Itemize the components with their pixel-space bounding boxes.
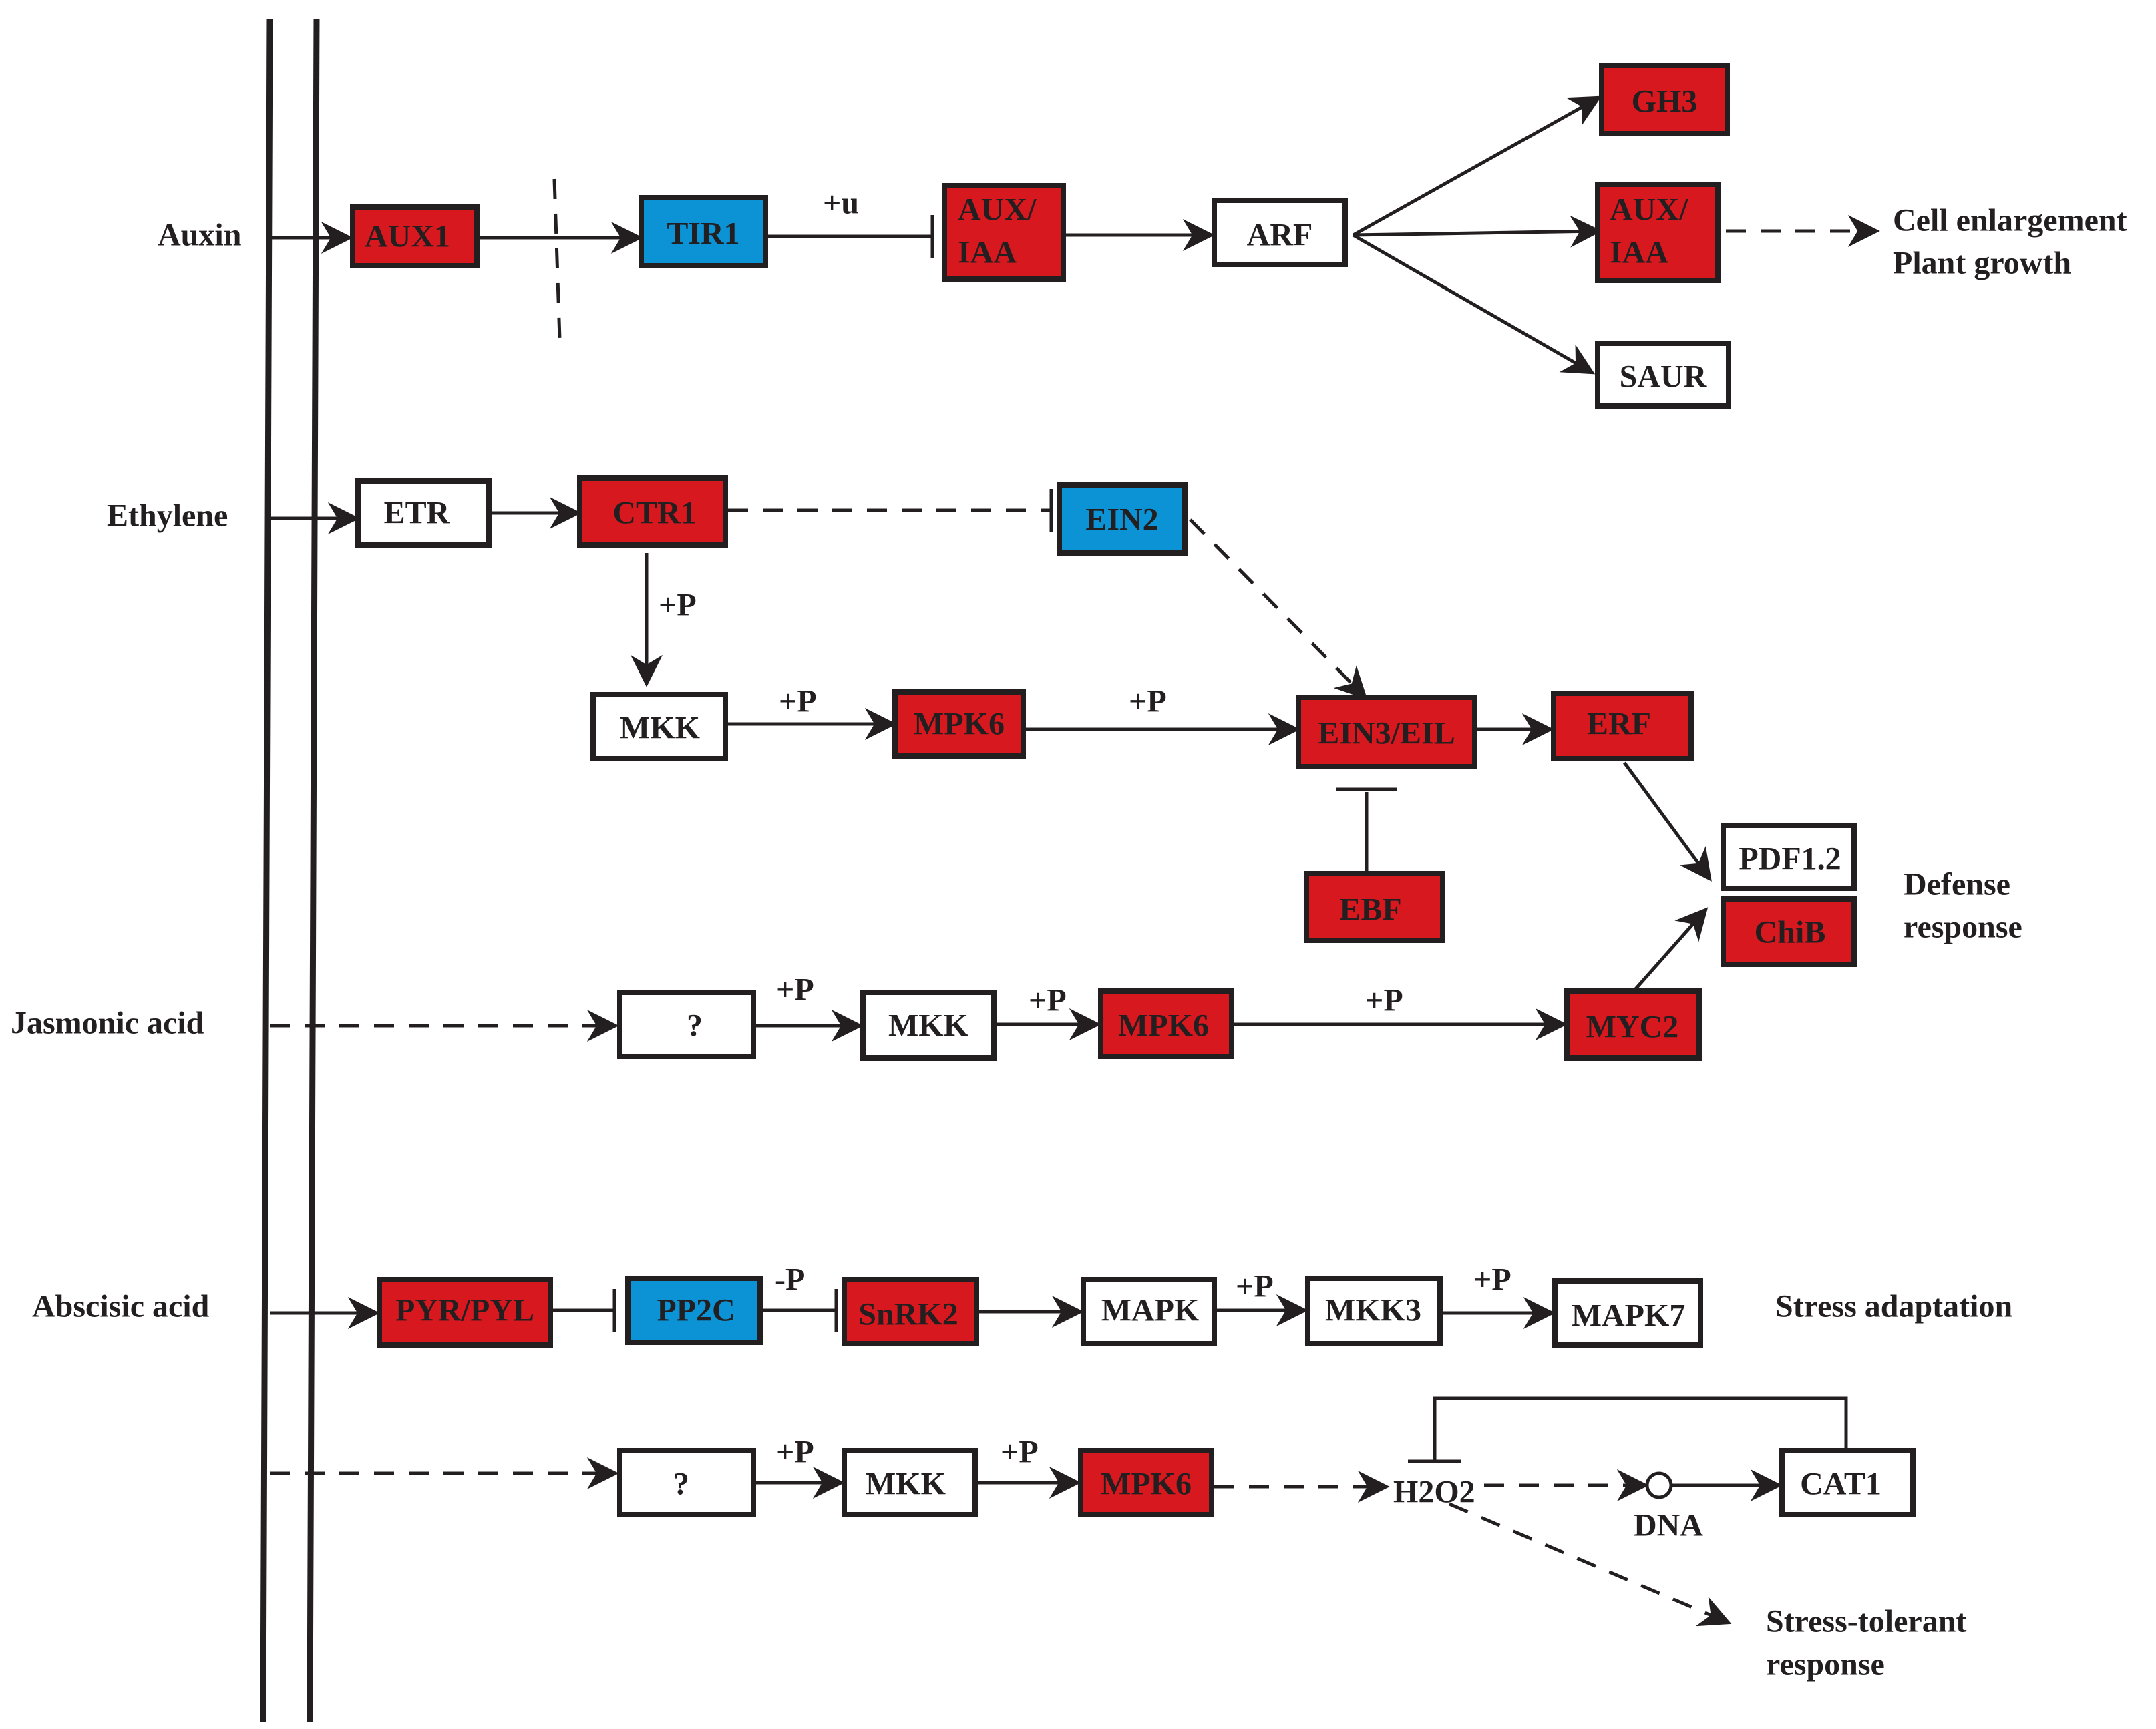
label-plus-p-mkk-aba: +P bbox=[1001, 1434, 1039, 1470]
label-plus-p-mkk-eth: +P bbox=[779, 684, 817, 719]
label-h2o2: H2O2 bbox=[1393, 1475, 1475, 1510]
outcome-defense-response: response bbox=[1904, 910, 2022, 945]
outcome-defense: Defense bbox=[1904, 867, 2010, 902]
svg-text:?: ? bbox=[673, 1467, 689, 1502]
svg-text:EBF: EBF bbox=[1339, 892, 1401, 928]
label-plus-p-mapk: +P bbox=[1236, 1269, 1274, 1304]
node-myc2: MYC2 bbox=[1564, 988, 1702, 1061]
svg-text:?: ? bbox=[687, 1008, 703, 1044]
svg-text:MYC2: MYC2 bbox=[1586, 1010, 1679, 1045]
node-pyr-pyl: PYR/PYL bbox=[377, 1277, 553, 1348]
node-mkk-ja: MKK bbox=[860, 990, 997, 1061]
label-minus-p: -P bbox=[775, 1262, 805, 1298]
node-unknown-ja: ? bbox=[617, 990, 756, 1059]
node-snrk2: SnRK2 bbox=[842, 1277, 979, 1346]
node-mkk-eth: MKK bbox=[590, 692, 728, 761]
node-mkk3: MKK3 bbox=[1305, 1276, 1443, 1346]
outcome-stress-adaptation: Stress adaptation bbox=[1775, 1289, 2012, 1324]
node-ein2: EIN2 bbox=[1057, 482, 1188, 556]
svg-text:MKK: MKK bbox=[888, 1008, 968, 1044]
node-ein3-eil: EIN3/EIL bbox=[1296, 695, 1477, 769]
svg-text:IAA: IAA bbox=[1610, 235, 1668, 270]
svg-text:PYR/PYL: PYR/PYL bbox=[395, 1293, 534, 1328]
label-plus-u: +u bbox=[823, 186, 859, 221]
svg-text:TIR1: TIR1 bbox=[667, 216, 739, 252]
outcome-stress-tolerant: Stress-tolerant bbox=[1766, 1604, 1966, 1640]
svg-text:MKK: MKK bbox=[866, 1467, 946, 1502]
node-tir1: TIR1 bbox=[639, 195, 768, 268]
svg-text:GH3: GH3 bbox=[1632, 84, 1698, 120]
svg-text:PP2C: PP2C bbox=[657, 1293, 735, 1328]
node-saur: SAUR bbox=[1595, 341, 1731, 409]
svg-text:MPK6: MPK6 bbox=[1118, 1008, 1209, 1044]
svg-text:EIN2: EIN2 bbox=[1085, 502, 1158, 538]
outcome-cell-enlargement: Cell enlargement bbox=[1893, 203, 2127, 238]
node-pp2c: PP2C bbox=[625, 1276, 763, 1345]
svg-text:MKK3: MKK3 bbox=[1325, 1293, 1421, 1328]
label-plus-p-q-ja: +P bbox=[776, 972, 814, 1008]
node-mpk6-ja: MPK6 bbox=[1098, 988, 1234, 1059]
svg-text:ETR: ETR bbox=[384, 496, 451, 531]
label-plus-p-mkk-ja: +P bbox=[1029, 983, 1067, 1018]
node-aux1: AUX1 bbox=[350, 204, 480, 268]
outcome-plant-growth: Plant growth bbox=[1893, 246, 2071, 281]
node-mkk-aba: MKK bbox=[842, 1448, 978, 1517]
node-arf: ARF bbox=[1212, 198, 1348, 267]
svg-text:IAA: IAA bbox=[958, 235, 1017, 270]
membrane-wall-outer bbox=[260, 18, 273, 1722]
node-pdf12: PDF1.2 bbox=[1721, 823, 1857, 891]
node-mapk7: MAPK7 bbox=[1552, 1278, 1703, 1348]
svg-text:SnRK2: SnRK2 bbox=[858, 1297, 958, 1332]
svg-text:MPK6: MPK6 bbox=[1101, 1467, 1192, 1502]
node-aux-iaa-1: AUX/ IAA bbox=[942, 183, 1066, 282]
edges bbox=[270, 95, 1880, 1627]
node-cat1: CAT1 bbox=[1779, 1448, 1916, 1517]
svg-text:ChiB: ChiB bbox=[1755, 915, 1826, 950]
node-mpk6-aba: MPK6 bbox=[1078, 1448, 1214, 1517]
node-unknown-aba: ? bbox=[617, 1448, 756, 1517]
node-ebf: EBF bbox=[1304, 871, 1445, 943]
svg-text:AUX1: AUX1 bbox=[365, 219, 450, 254]
label-plus-p-mpk6-eth: +P bbox=[1129, 684, 1167, 719]
signal-abscisic-acid: Abscisic acid bbox=[32, 1289, 210, 1324]
node-mpk6-eth: MPK6 bbox=[892, 689, 1026, 759]
label-plus-p-mkk3: +P bbox=[1473, 1262, 1511, 1298]
node-etr: ETR bbox=[355, 478, 492, 548]
svg-text:AUX/: AUX/ bbox=[1610, 192, 1688, 228]
svg-text:MPK6: MPK6 bbox=[914, 707, 1005, 742]
node-chib: ChiB bbox=[1721, 896, 1857, 967]
signal-auxin: Auxin bbox=[158, 218, 241, 253]
svg-text:MKK: MKK bbox=[620, 711, 700, 746]
label-plus-p-ctr1: +P bbox=[659, 588, 697, 623]
svg-text:MAPK: MAPK bbox=[1101, 1293, 1200, 1328]
svg-text:PDF1.2: PDF1.2 bbox=[1739, 841, 1841, 877]
signal-jasmonic-acid: Jasmonic acid bbox=[11, 1006, 204, 1041]
node-gh3: GH3 bbox=[1599, 63, 1730, 136]
label-dna: DNA bbox=[1634, 1508, 1703, 1543]
node-ctr1: CTR1 bbox=[577, 475, 728, 548]
svg-text:SAUR: SAUR bbox=[1620, 359, 1708, 395]
outcome-stress-tolerant-response: response bbox=[1766, 1647, 1885, 1682]
svg-text:CTR1: CTR1 bbox=[612, 496, 696, 531]
membrane-wall-inner bbox=[307, 18, 320, 1722]
svg-text:MAPK7: MAPK7 bbox=[1572, 1298, 1686, 1334]
node-aux-iaa-2: AUX/ IAA bbox=[1595, 182, 1721, 283]
svg-text:EIN3/EIL: EIN3/EIL bbox=[1318, 716, 1455, 751]
svg-text:AUX/: AUX/ bbox=[958, 192, 1037, 228]
svg-text:CAT1: CAT1 bbox=[1800, 1467, 1881, 1502]
label-plus-p-q-aba: +P bbox=[776, 1434, 814, 1470]
svg-text:ERF: ERF bbox=[1587, 707, 1651, 742]
node-mapk: MAPK bbox=[1081, 1277, 1217, 1346]
label-plus-p-mpk6-ja: +P bbox=[1365, 983, 1403, 1018]
signal-ethylene: Ethylene bbox=[107, 498, 228, 534]
svg-text:ARF: ARF bbox=[1247, 218, 1313, 253]
node-erf: ERF bbox=[1551, 691, 1694, 761]
